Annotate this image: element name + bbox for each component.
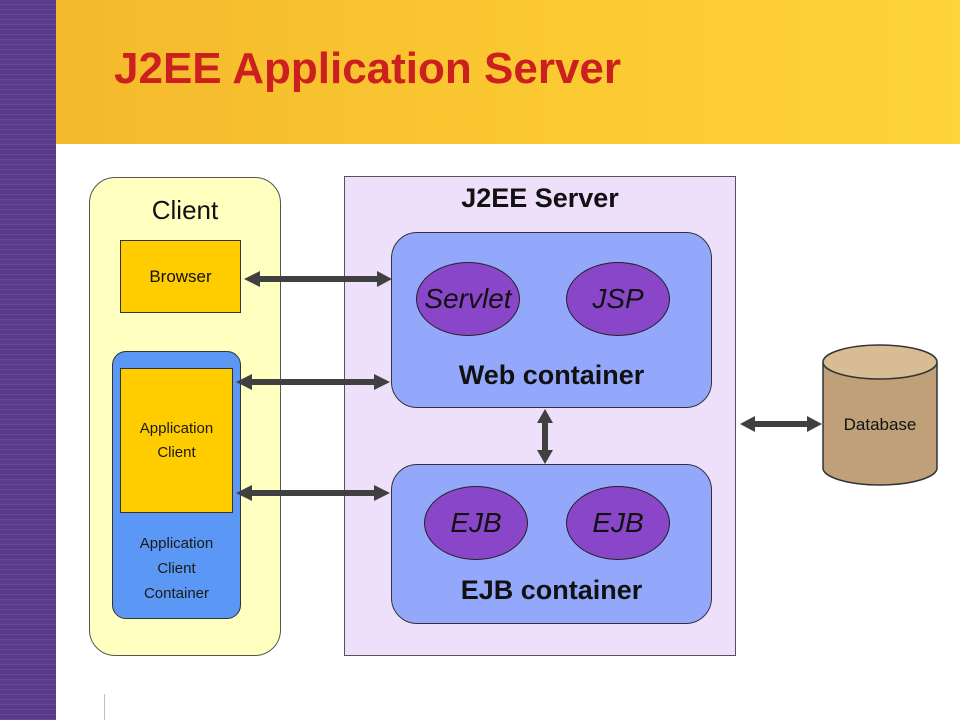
browser-box: Browser bbox=[120, 240, 241, 313]
side-decoration-bar bbox=[0, 0, 56, 720]
servlet-component: Servlet bbox=[416, 262, 520, 336]
ejb-container-label: EJB container bbox=[460, 575, 643, 605]
header-band bbox=[56, 0, 960, 144]
page-title: J2EE Application Server bbox=[114, 44, 622, 93]
application-client-container-label: Application Client Container bbox=[139, 535, 214, 602]
footer-divider bbox=[104, 694, 105, 720]
j2ee-server-title: J2EE Server bbox=[461, 183, 619, 213]
jsp-component: JSP bbox=[566, 262, 670, 336]
database-cylinder bbox=[822, 344, 938, 486]
ejb-component-2: EJB bbox=[566, 486, 670, 560]
client-title: Client bbox=[151, 195, 219, 225]
web-container-label: Web container bbox=[458, 360, 645, 390]
arrow-server-database bbox=[740, 416, 822, 432]
database-label: Database bbox=[843, 415, 917, 434]
application-client-box: Application Client bbox=[120, 368, 233, 513]
ejb-component-1: EJB bbox=[424, 486, 528, 560]
